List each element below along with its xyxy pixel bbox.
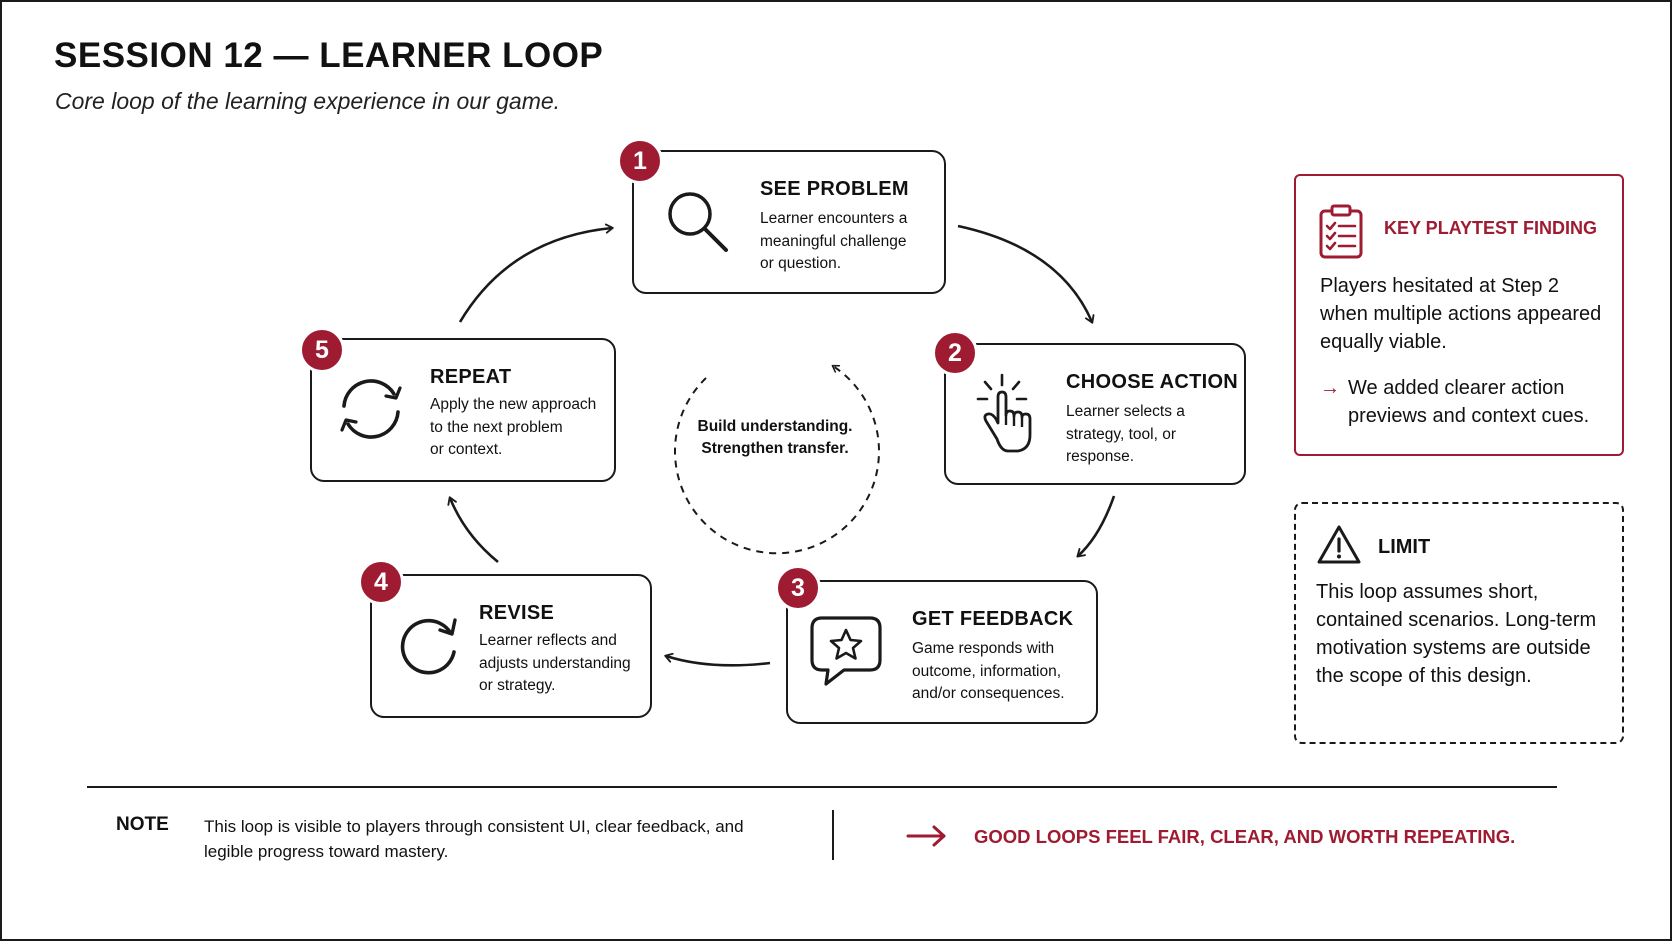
- limit-body: This loop assumes short, contained scena…: [1316, 581, 1597, 687]
- page-subtitle: Core loop of the learning experience in …: [55, 88, 561, 114]
- pointer-hand-icon: [972, 371, 1042, 462]
- key-finding-action-text: We added clearer action previews and con…: [1348, 377, 1590, 427]
- warning-triangle-icon: [1316, 524, 1362, 571]
- step-5-card: REPEAT Apply the new approach to the nex…: [310, 338, 616, 482]
- footer-vertical-divider: [832, 810, 834, 860]
- step-5-badge: 5: [299, 327, 345, 373]
- center-dashed-cycle: [674, 364, 880, 555]
- step-1-title: SEE PROBLEM: [760, 178, 909, 200]
- right-arrow-icon: →: [1320, 377, 1340, 399]
- star-speech-bubble-icon: [810, 614, 886, 695]
- tagline: GOOD LOOPS FEEL FAIR, CLEAR, AND WORTH R…: [974, 826, 1516, 847]
- step-5-title: REPEAT: [430, 366, 512, 388]
- limit-panel: LIMIT This loop assumes short, contained…: [1294, 502, 1624, 744]
- step-3-card: GET FEEDBACK Game responds with outcome,…: [786, 580, 1098, 724]
- arrow-4-to-5: [450, 498, 499, 564]
- key-finding-action: → We added clearer action previews and c…: [1320, 374, 1612, 430]
- step-2-card: CHOOSE ACTION Learner selects a strategy…: [944, 343, 1246, 485]
- tagline-arrow-icon: [906, 824, 948, 853]
- step-1-card: SEE PROBLEM Learner encounters a meaning…: [632, 150, 946, 294]
- cycle-arrows-icon: [332, 370, 410, 453]
- key-finding-panel: KEY PLAYTEST FINDING Players hesitated a…: [1294, 174, 1624, 456]
- note-label: NOTE: [116, 814, 169, 835]
- arrow-1-to-2: [957, 224, 1092, 322]
- note-text: This loop is visible to players through …: [204, 817, 744, 861]
- step-4-title: REVISE: [479, 602, 555, 624]
- step-2-title: CHOOSE ACTION: [1066, 371, 1239, 393]
- step-3-description: Game responds with outcome, information,…: [912, 640, 1065, 702]
- magnifier-icon: [662, 186, 734, 263]
- center-line-2: Strengthen transfer.: [701, 440, 849, 457]
- step-2-description: Learner selects a strategy, tool, or res…: [1066, 403, 1185, 465]
- step-4-card: REVISE Learner reflects and adjusts unde…: [370, 574, 652, 718]
- step-4-description: Learner reflects and adjusts understandi…: [479, 632, 631, 694]
- arrow-3-to-4: [666, 656, 771, 667]
- step-3-title: GET FEEDBACK: [912, 608, 1074, 630]
- step-5-description: Apply the new approach to the next probl…: [430, 396, 597, 458]
- page-title: SESSION 12 — LEARNER LOOP: [54, 36, 604, 75]
- clockwise-arrow-icon: [392, 606, 468, 687]
- key-finding-body: Players hesitated at Step 2 when multipl…: [1320, 275, 1602, 353]
- clipboard-checklist-icon: [1318, 204, 1364, 265]
- key-finding-heading: KEY PLAYTEST FINDING: [1384, 218, 1598, 238]
- step-2-badge: 2: [932, 330, 978, 376]
- step-1-description: Learner encounters a meaningful challeng…: [760, 210, 908, 272]
- arrow-5-to-1: [458, 228, 612, 323]
- step-3-badge: 3: [775, 565, 821, 611]
- arrow-2-to-3: [1078, 495, 1116, 556]
- center-caption: Build understanding. Strengthen transfer…: [695, 416, 855, 460]
- footer-divider: [87, 786, 1557, 788]
- step-4-badge: 4: [358, 559, 404, 605]
- step-1-badge: 1: [617, 138, 663, 184]
- center-line-1: Build understanding.: [697, 418, 853, 435]
- limit-heading: LIMIT: [1378, 536, 1431, 558]
